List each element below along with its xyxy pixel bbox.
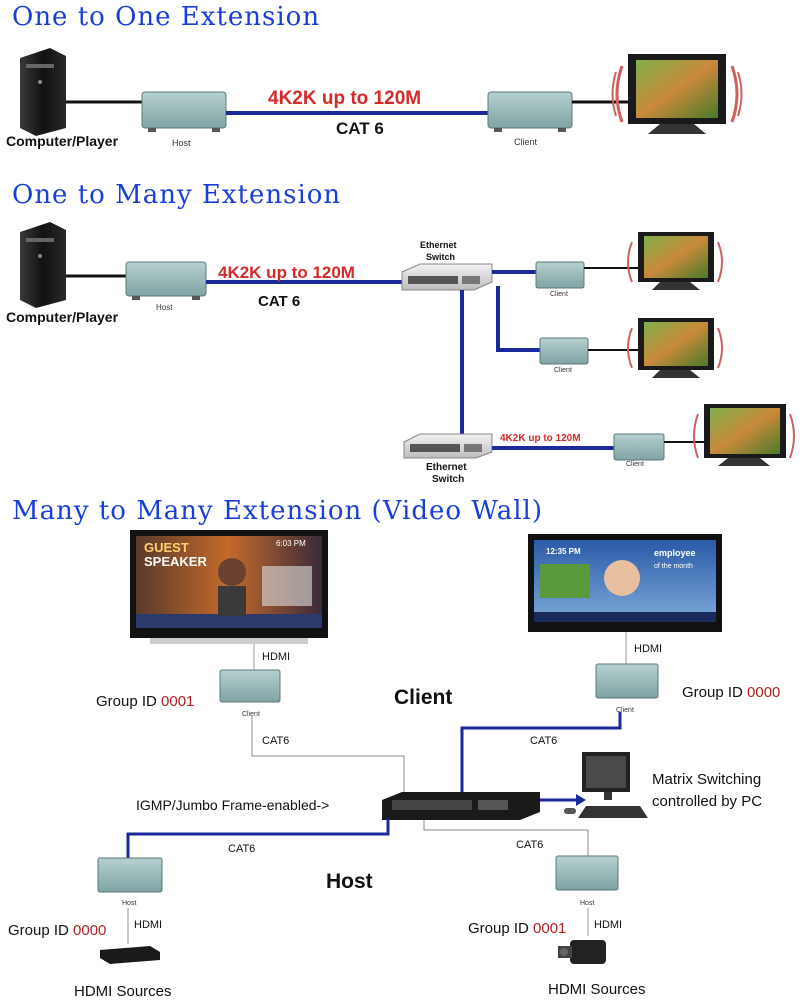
pc-controller-icon xyxy=(564,752,648,818)
heading-many-to-many: Many to Many Extension (Video Wall) xyxy=(12,496,544,526)
client-label: Client xyxy=(514,137,538,147)
cat6-label-top-left: CAT6 xyxy=(262,735,289,747)
video-wall-display-right xyxy=(528,534,722,632)
switch-label-top-1: Ethernet xyxy=(420,240,457,250)
cat6-link-host-right xyxy=(423,820,589,856)
host-device-left xyxy=(97,857,163,893)
media-player-icon xyxy=(100,946,160,964)
switch-label-bottom-1: Ethernet xyxy=(426,462,467,473)
tv-display-icon-b xyxy=(627,318,723,378)
host-label: Host xyxy=(172,138,191,148)
client-label-a: Client xyxy=(550,291,568,298)
right-screen-line1: employee xyxy=(654,548,696,558)
cat6-link-client-left xyxy=(251,716,405,798)
heading-one-to-one: One to One Extension xyxy=(12,2,321,32)
hdmi-label-bottom-left: HDMI xyxy=(134,919,162,931)
group-id-right-top: Group ID 0000 xyxy=(682,684,780,701)
cat6-label-bottom-right: CAT6 xyxy=(516,839,543,851)
host-label-2: Host xyxy=(156,303,173,312)
switch-label-bottom-2: Switch xyxy=(432,474,464,485)
matrix-label-2: controlled by PC xyxy=(652,793,762,810)
igmp-label: IGMP/Jumbo Frame-enabled-> xyxy=(136,797,329,813)
switch-label-top-2: Switch xyxy=(426,252,455,262)
speed-label-2: 4K2K up to 120M xyxy=(218,263,355,282)
camcorder-icon xyxy=(558,940,606,964)
cat6-link-host-left xyxy=(126,818,390,858)
tv-display-icon xyxy=(611,54,743,134)
host-device-icon xyxy=(141,91,227,132)
cat6-label-bottom-left: CAT6 xyxy=(228,843,255,855)
hdmi-label-right: HDMI xyxy=(634,643,662,655)
cable-label-2: CAT 6 xyxy=(258,293,300,310)
client-device-icon-c xyxy=(613,433,665,461)
right-screen-line2: of the month xyxy=(654,563,693,570)
client-device-icon-b xyxy=(539,337,589,365)
network-switch-icon xyxy=(382,792,540,820)
host-label-left: Host xyxy=(122,900,136,907)
left-screen-line1: GUEST xyxy=(144,540,189,555)
tv-display-icon-c xyxy=(693,404,795,466)
left-screen-time: 6:03 PM xyxy=(276,539,306,548)
group-id-right-bottom: Group ID 0001 xyxy=(468,920,566,937)
client-device-left xyxy=(219,669,281,703)
client-heading: Client xyxy=(394,686,452,709)
cable-label: CAT 6 xyxy=(336,119,384,138)
group-id-left-top: Group ID 0001 xyxy=(96,693,194,710)
host-label-right: Host xyxy=(580,900,594,907)
computer-player-icon-2 xyxy=(20,222,66,308)
source-label-2: Computer/Player xyxy=(6,309,119,325)
computer-player-icon xyxy=(20,48,66,136)
cat6-label-top-right: CAT6 xyxy=(530,735,557,747)
matrix-label-1: Matrix Switching xyxy=(652,771,761,788)
cat6-link-client-right xyxy=(460,712,622,796)
tv-display-icon-a xyxy=(627,232,723,290)
client-label-right: Client xyxy=(616,707,634,714)
heading-one-to-many: One to Many Extension xyxy=(12,180,342,210)
ethernet-switch-icon xyxy=(401,263,493,291)
ethernet-switch-icon-2 xyxy=(403,433,493,459)
speed-label-3: 4K2K up to 120M xyxy=(500,433,581,444)
arrow-icon xyxy=(576,794,586,806)
host-heading: Host xyxy=(326,870,373,893)
link-client-b xyxy=(496,286,540,352)
video-wall-display-left xyxy=(130,530,328,644)
group-id-left-bottom: Group ID 0000 xyxy=(8,922,106,939)
client-label-left: Client xyxy=(242,711,260,718)
hdmi-label-bottom-right: HDMI xyxy=(594,919,622,931)
host-device-icon-2 xyxy=(125,261,207,300)
client-label-b: Client xyxy=(554,367,572,374)
client-label-c: Client xyxy=(626,461,644,468)
host-device-right xyxy=(555,855,619,891)
hdmi-sources-left: HDMI Sources xyxy=(74,983,172,1000)
client-device-icon xyxy=(487,91,573,132)
speed-label: 4K2K up to 120M xyxy=(268,88,421,109)
source-label: Computer/Player xyxy=(6,133,119,149)
hdmi-sources-right: HDMI Sources xyxy=(548,981,646,998)
hdmi-label-left: HDMI xyxy=(262,651,290,663)
client-device-icon-a xyxy=(535,261,585,289)
left-screen-line2: SPEAKER xyxy=(144,554,207,569)
right-screen-time: 12:35 PM xyxy=(546,547,581,556)
client-device-right xyxy=(595,663,659,699)
